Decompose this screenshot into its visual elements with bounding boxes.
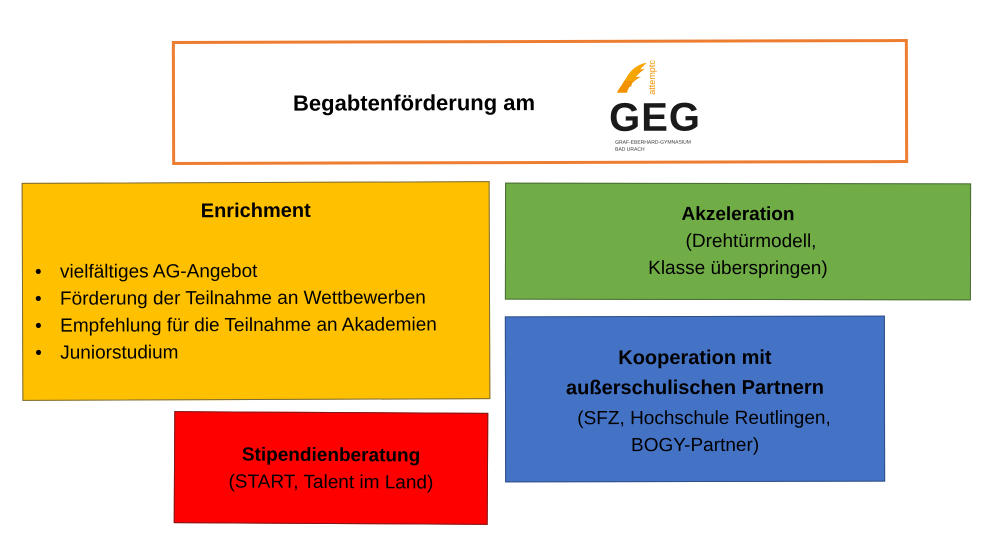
akzeleration-heading: Akzeleration [681,203,795,226]
akzeleration-box: Akzeleration (Drehtürmodell, Klasse über… [504,182,972,301]
title-box: Begabtenförderung am attempto GEG GRAF-E… [171,39,909,165]
enrichment-list: vielfältiges AG-Angebot Förderung der Te… [35,257,437,366]
kooperation-heading-line2: außerschulischen Partnern [566,376,824,400]
kooperation-details: (SFZ, Hochschule Reutlingen, BOGY-Partne… [506,405,884,460]
kooperation-text: Kooperation mit außerschulischen Partner… [506,343,884,404]
enrichment-heading: Enrichment [200,199,311,223]
akzeleration-line1: (Drehtürmodell, [685,230,817,253]
geg-logo: attempto GEG GRAF-EBERHARD-GYMNASIUM BAD… [609,61,701,153]
logo-flame-3 [624,62,647,81]
enrichment-item: Förderung der Teilnahme an Wettbewerben [35,284,437,312]
logo-motto: attempto [647,61,657,95]
stipendien-line1: (START, Talent im Land) [228,471,434,494]
akzeleration-text: Akzeleration (Drehtürmodell, Klasse über… [506,201,970,283]
logo-school-line2: BAD URACH [615,147,645,153]
kooperation-heading-line1: Kooperation mit [618,346,772,370]
diagram-title: Begabtenförderung am [292,90,536,116]
enrichment-item: vielfältiges AG-Angebot [35,257,437,285]
logo-letters: GEG [609,96,701,140]
logo-school-line1: GRAF-EBERHARD-GYMNASIUM [615,140,691,146]
kooperation-line1: (SFZ, Hochschule Reutlingen, [577,407,831,430]
enrichment-item: Empfehlung für die Teilnahme an Akademie… [35,311,437,339]
akzeleration-line2: Klasse überspringen) [648,257,828,280]
enrichment-item: Juniorstudium [35,338,437,366]
kooperation-line2: BOGY-Partner) [631,434,760,457]
enrichment-box: Enrichment vielfältiges AG-Angebot Förde… [21,181,491,401]
kooperation-box: Kooperation mit außerschulischen Partner… [504,315,886,483]
stipendien-box: Stipendienberatung (START, Talent im Lan… [173,411,489,525]
stipendien-heading: Stipendienberatung [241,444,421,467]
stipendien-text: Stipendienberatung (START, Talent im Lan… [175,441,487,497]
